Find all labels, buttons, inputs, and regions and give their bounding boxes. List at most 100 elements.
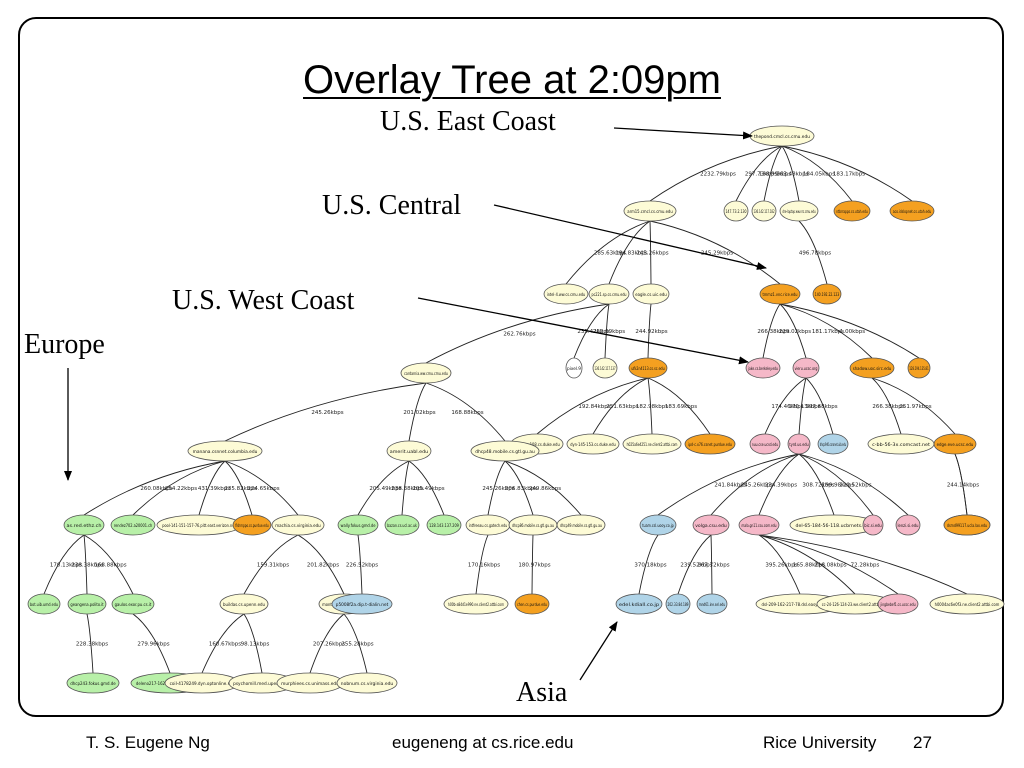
tree-node: h025a6e4251.ne.client2.attbi.com	[622, 433, 682, 455]
tree-edge	[43, 534, 85, 595]
tree-edge	[779, 303, 873, 359]
node-hostname-label: arm15.cmcl.cs.cmu.edu	[627, 209, 673, 215]
node-hostname-label: dhcp940.coronet.uib.edu	[820, 442, 846, 448]
edge-bandwidth-label: 229.02kbps	[779, 329, 811, 335]
tree-edge	[132, 460, 226, 516]
node-ellipse	[514, 593, 550, 615]
tree-edge	[763, 145, 783, 202]
tree-edge	[357, 460, 410, 516]
edge-bandwidth-label: 165.88kbps	[793, 563, 825, 569]
tree-edge	[201, 613, 245, 674]
edge-bandwidth-label: 251.63kbps	[606, 404, 638, 410]
node-hostname-label: tuam.csl.uooy.co.jp	[642, 523, 674, 529]
tree-node: dhcp49.mobile.cs.gtl.gu.au	[556, 514, 606, 536]
edge-bandwidth-label: 249.86kbps	[529, 486, 561, 492]
asia-arrow	[579, 621, 618, 681]
tree-edge	[735, 145, 783, 202]
edge-bandwidth-label: 184.05kbps	[803, 172, 835, 178]
node-ellipse	[187, 440, 263, 462]
node-ellipse	[232, 514, 272, 536]
edge-bandwidth-label: 226.52kbps	[346, 563, 378, 569]
tree-edge	[677, 534, 712, 595]
tree-nodes: thepond.cmcl.cs.cmu.edu arm15.cmcl.cs.cmu…	[27, 125, 1005, 694]
node-ellipse	[862, 514, 884, 536]
tree-edge	[408, 382, 427, 442]
region-label-us-east-coast: U.S. East Coast	[380, 106, 556, 137]
tree-edge	[487, 460, 506, 516]
node-hostname-label: pc221.sp.cs.cmu.edu	[592, 292, 627, 298]
edge-bandwidth-label: 251.97kbps	[899, 404, 931, 410]
node-ellipse	[895, 514, 921, 536]
edge-bandwidth-label: 72.28kbps	[851, 563, 880, 569]
node-ellipse	[817, 433, 849, 455]
edge-bandwidth-label: 206.83kbps	[505, 486, 537, 492]
edge-bandwidth-label: 201.02kbps	[403, 410, 435, 416]
node-hostname-label: bazan.cs.ucl.ac.uk	[387, 523, 417, 529]
edge-bandwidth-label: 183.69kbps	[665, 404, 697, 410]
tree-edge	[781, 145, 853, 202]
node-hostname-label: dre-laptop.ww.nrc.cmu.edu	[782, 209, 815, 215]
tree-node: intfreeau.cs.gatech.edu	[465, 514, 511, 536]
tree-edge	[83, 534, 88, 595]
edge-bandwidth-label: 431.39kbps	[198, 486, 230, 492]
edge-bandwidth-label: 245.26kbps	[482, 486, 514, 492]
tree-edge	[647, 377, 653, 435]
tree-edge	[798, 453, 835, 516]
tree-node: 202.33.84.189	[665, 593, 691, 615]
node-hostname-label: 136.142.117.137	[595, 366, 616, 372]
tree-edge	[638, 534, 659, 595]
tree-node: 147.73.2.130	[723, 200, 749, 222]
edge-bandwidth-label: 370.18kbps	[634, 563, 666, 569]
tree-node: pixel.9	[565, 357, 583, 379]
tree-node: manana.csnnet.columbia.edu	[187, 440, 263, 462]
edge-bandwidth-label: 238.38kbps	[391, 486, 423, 492]
node-hostname-label: wally.fokus.gmd.de	[341, 523, 376, 529]
node-ellipse	[759, 283, 801, 305]
node-hostname-label: dhcp243.fokus.gmd.de	[70, 681, 116, 687]
edge-bandwidth-label: 182.98kbps	[636, 404, 668, 410]
tree-edge	[504, 460, 534, 516]
node-ellipse	[929, 593, 1005, 615]
tree-node: dhcp48.mobile.cs.gtl.gu.au	[470, 440, 540, 462]
tree-node: 140.192.22.123	[812, 283, 842, 305]
node-hostname-label: thepond.cmcl.cs.cmu.edu	[754, 134, 810, 140]
edge-bandwidth-label: 224.65kbps	[247, 486, 279, 492]
node-ellipse	[566, 433, 620, 455]
tree-edge	[604, 303, 610, 359]
node-hostname-label: nobnum.cs.virginia.edu	[341, 681, 394, 687]
tree-node: dhcp940.coronet.uib.edu	[817, 433, 849, 455]
tree-edge	[798, 377, 807, 435]
west-coast-arrow	[417, 297, 749, 365]
tree-node: nuu.cse.ucsd.edu	[749, 433, 781, 455]
node-hostname-label: dhcp49.mobile.cs.gtl.gu.au	[560, 523, 602, 529]
tree-edge	[608, 220, 651, 285]
edge-bandwidth-label: 201.82kbps	[307, 563, 339, 569]
node-hostname-label: cardarnia.ww.cmu.cmu.edu	[404, 371, 448, 377]
edge-bandwidth-label: 241.84kbps	[714, 483, 746, 489]
node-hostname-label: tmmz1.vnc.rice.edu	[763, 292, 798, 298]
tree-node: cardarnia.ww.cmu.cmu.edu	[400, 362, 452, 384]
node-ellipse	[665, 593, 691, 615]
node-hostname-label: 202.33.84.189	[668, 602, 689, 608]
node-ellipse	[219, 593, 269, 615]
edge-bandwidth-label: 239.52kbps	[680, 563, 712, 569]
tree-edge	[758, 534, 899, 595]
tree-edge	[224, 460, 253, 516]
edge-bandwidth-label: 197.68kbps	[805, 404, 837, 410]
edge-bandwidth-label: 199.98kbps	[822, 483, 854, 489]
node-hostname-label: dyn-145-153.cs.duke.edu	[570, 442, 616, 448]
east-coast-arrow	[613, 127, 753, 140]
tree-node: chen.cs.purdue.edu	[514, 593, 550, 615]
node-hostname-label: amerit.uabl.edu	[390, 449, 429, 455]
node-hostname-label: 147.73.2.130	[726, 209, 747, 215]
edge-bandwidth-label: 245.26kbps	[311, 410, 343, 416]
node-hostname-label: del-65-184-56-118.ucbrnets.com	[796, 523, 874, 529]
node-hostname-label: mnd61.ine.sel.edu	[699, 602, 725, 608]
tree-node: tyrd.us.edu	[787, 433, 811, 455]
edge-bandwidth-label: 238.38kbps	[71, 563, 103, 569]
edge-bandwidth-label: 262.09kbps	[593, 329, 625, 335]
node-hostname-label: chen.cs.purdue.edu	[517, 602, 547, 608]
node-hostname-label: shadow.uoc.sirc.edu	[853, 366, 892, 372]
tree-node: rendez702.a20001.ch	[110, 514, 156, 536]
tree-edge	[297, 534, 345, 595]
